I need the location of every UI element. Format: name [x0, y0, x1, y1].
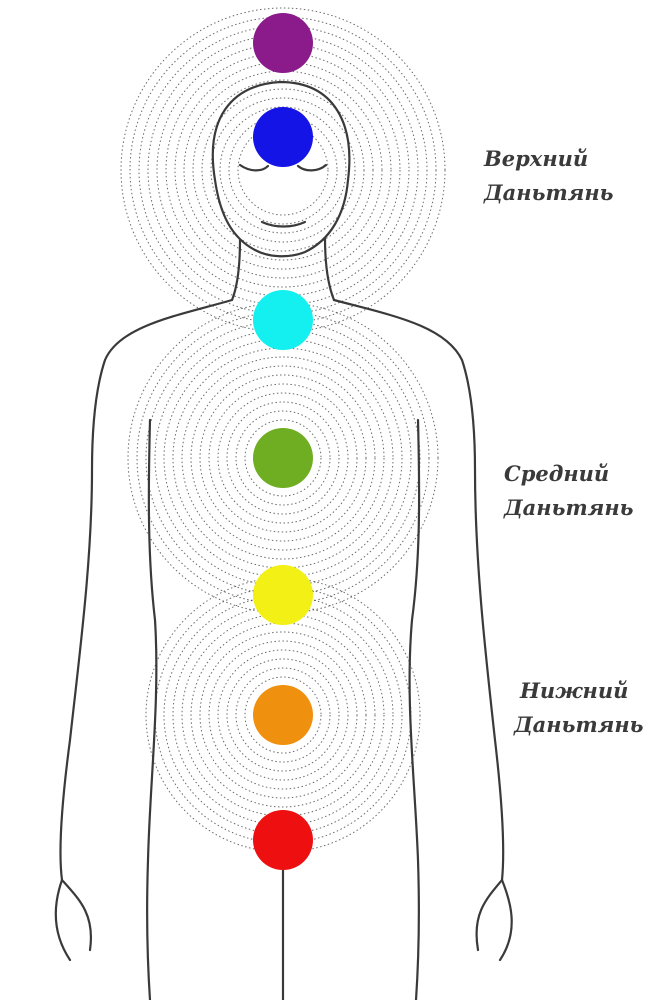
chakra-points [253, 13, 313, 870]
third-eye-chakra [253, 107, 313, 167]
heart-chakra [253, 428, 313, 488]
middle-dantian-line1: Средний [504, 461, 610, 486]
head-outline [211, 80, 351, 258]
upper-energy-ring [201, 88, 365, 252]
lower-dantian-label: Нижний Даньтянь [514, 674, 644, 742]
middle-energy-ring [208, 383, 358, 533]
upper-energy-ring [210, 97, 356, 243]
body-outline [54, 80, 513, 1000]
upper-energy-ring [183, 70, 383, 270]
right-hand [475, 878, 504, 952]
upper-energy-ring [138, 25, 428, 315]
middle-energy-ring [244, 419, 322, 497]
crown-chakra [253, 13, 313, 73]
middle-dantian-label: Средний Даньтянь [504, 457, 634, 525]
solar-plexus-chakra [253, 565, 313, 625]
upper-dantian-label: Верхний Даньтянь [484, 142, 614, 210]
closed-eyes [238, 163, 328, 172]
upper-energy-ring [156, 43, 410, 297]
upper-energy-ring [228, 115, 338, 225]
neck-right [323, 236, 336, 302]
lower-energy-ring [244, 676, 322, 754]
upper-dantian-line2: Даньтянь [484, 180, 614, 205]
lower-energy-ring [208, 640, 358, 790]
upper-energy-ring [165, 52, 401, 288]
sacral-chakra [253, 685, 313, 745]
right-torso [408, 418, 421, 1000]
upper-energy-ring [174, 61, 392, 279]
middle-energy-ring [199, 374, 367, 542]
middle-energy-ring [226, 401, 340, 515]
upper-dantian-line1: Верхний [484, 146, 589, 171]
lower-energy-ring [217, 649, 349, 781]
neck-left [230, 238, 242, 302]
middle-energy-ring [190, 365, 376, 551]
middle-energy-ring [217, 392, 349, 524]
mouth [260, 220, 307, 228]
lower-energy-ring [181, 613, 385, 817]
left-hand [60, 878, 93, 952]
left-torso [146, 418, 158, 1000]
lower-energy-ring [199, 631, 367, 799]
lower-energy-ring [226, 658, 340, 772]
lower-energy-ring [235, 667, 331, 763]
left-shoulder-arm [54, 298, 234, 962]
middle-energy-ring [181, 356, 385, 560]
middle-dantian-line2: Даньтянь [504, 495, 634, 520]
root-chakra [253, 810, 313, 870]
lower-dantian-line2: Даньтянь [514, 712, 644, 737]
upper-energy-ring [192, 79, 374, 261]
upper-energy-ring [147, 34, 419, 306]
middle-energy-ring [235, 410, 331, 506]
upper-energy-ring [120, 7, 446, 333]
right-shoulder-arm [332, 298, 513, 962]
throat-chakra [253, 290, 313, 350]
middle-energy-ring [127, 302, 439, 614]
lower-dantian-line1: Нижний [520, 678, 629, 703]
upper-energy-ring [237, 124, 329, 216]
